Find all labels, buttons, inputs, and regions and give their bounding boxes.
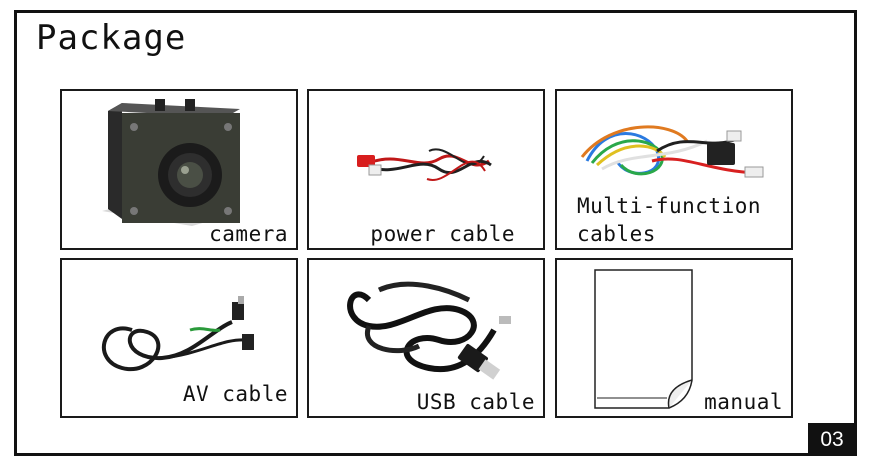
av-cable-illustration: [102, 296, 254, 372]
item-card-camera: camera: [60, 89, 298, 250]
item-label: manual: [704, 390, 783, 414]
item-label: camera: [209, 222, 288, 246]
item-card-manual: manual: [555, 258, 793, 418]
item-label-line-1: Multi-function: [577, 194, 762, 218]
camera-illustration: [102, 99, 240, 226]
item-label: power cable: [370, 222, 515, 246]
page-title: Package: [36, 18, 187, 58]
power-cable-illustration: [357, 148, 492, 181]
usb-cable-illustration: [347, 281, 511, 380]
item-label: USB cable: [416, 390, 535, 414]
manual-illustration: [594, 269, 693, 409]
item-label: AV cable: [182, 382, 288, 406]
page-number-badge: 03: [808, 423, 856, 456]
item-card-power-cable: power cable: [307, 89, 545, 250]
multi-function-cables-illustration: [580, 125, 764, 178]
item-card-usb-cable: USB cable: [307, 258, 545, 418]
item-card-av-cable: AV cable: [60, 258, 298, 418]
item-label-line-2: cables: [577, 222, 656, 246]
item-card-multi-function-cables: Multi-function cables: [555, 89, 793, 250]
